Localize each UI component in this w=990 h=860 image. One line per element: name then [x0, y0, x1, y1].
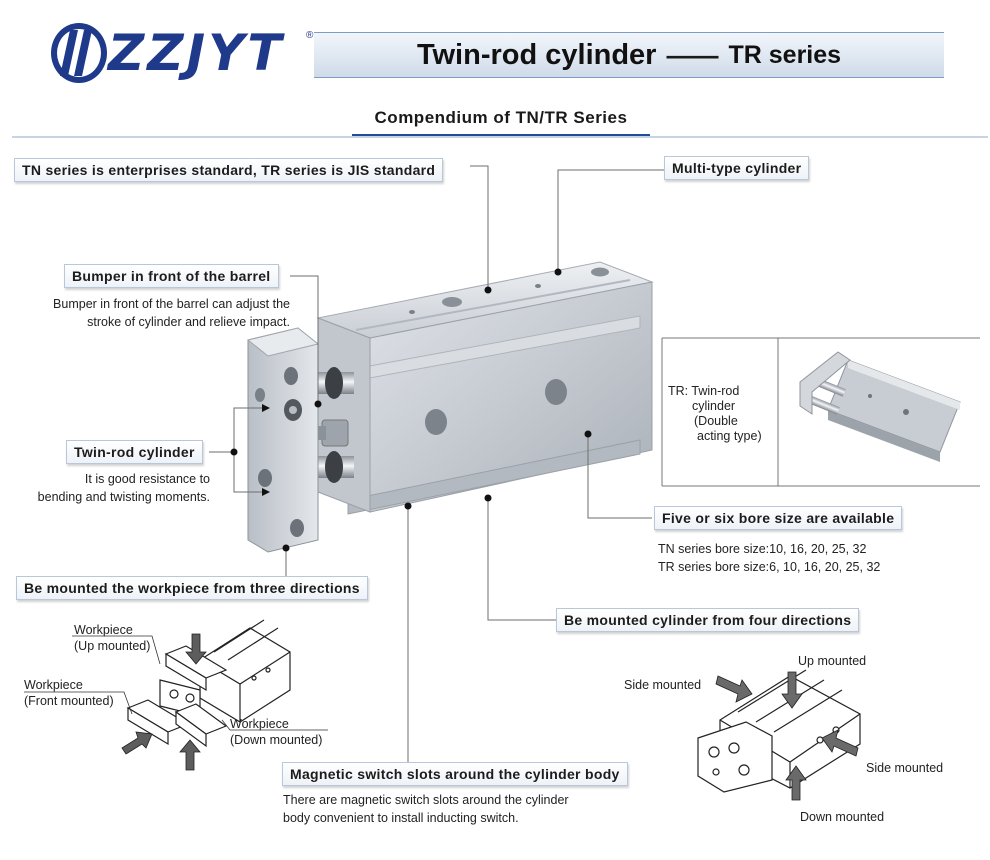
magnetic-switch-description: There are magnetic switch slots around t…	[283, 793, 569, 825]
tr-note: TR: Twin-rod cylinder (Double acting typ…	[668, 384, 762, 443]
bore-size-list: TN series bore size:10, 16, 20, 25, 32 T…	[658, 542, 881, 574]
workpiece-up-label: Workpiece (Up mounted)	[74, 623, 151, 653]
workpiece-down-label: Workpiece (Down mounted)	[230, 717, 323, 747]
page-title: Twin-rod cylinder	[416, 38, 657, 71]
label-multi-type: Multi-type cylinder	[664, 156, 810, 180]
workpiece-mount-drawing	[126, 619, 291, 748]
tr-cylinder-thumbnail	[799, 351, 961, 462]
cylinder-up-label: Up mounted	[798, 654, 867, 668]
leader-dots	[230, 268, 592, 552]
registered-mark: ®	[306, 30, 314, 41]
cylinder-down-label: Down mounted	[800, 810, 885, 824]
section-divider	[12, 136, 988, 138]
label-twin-rod: Twin-rod cylinder	[66, 440, 203, 464]
workpiece-callouts	[24, 635, 328, 731]
bumper-description: Bumper in front of the barrel can adjust…	[53, 297, 290, 329]
label-cylinder-mounting: Be mounted cylinder from four directions	[556, 608, 860, 632]
title-separator: ——	[666, 39, 719, 70]
brand-logo: ZZJYT ®	[48, 18, 318, 88]
label-jis-standard: TN series is enterprises standard, TR se…	[14, 158, 444, 182]
page-subtitle: TR series	[728, 40, 842, 69]
label-bumper: Bumper in front of the barrel	[64, 264, 279, 288]
main-cylinder-drawing	[246, 261, 654, 553]
label-workpiece-mounting: Be mounted the workpiece from three dire…	[16, 576, 368, 600]
label-bore-size: Five or six bore size are available	[654, 506, 903, 530]
page-title-banner: Twin-rod cylinder —— TR series	[314, 32, 944, 78]
tr-inset-box	[661, 337, 980, 487]
cylinder-mount-arrows	[715, 671, 859, 801]
cylinder-mount-drawing	[697, 669, 861, 793]
leader-arrows	[262, 404, 270, 496]
cylinder-side-right-label: Side mounted	[866, 761, 944, 775]
label-magnetic-switch: Magnetic switch slots around the cylinde…	[282, 762, 628, 786]
logo-emblem-icon	[51, 23, 107, 83]
leader-lines	[209, 165, 664, 764]
workpiece-front-label: Workpiece (Front mounted)	[24, 678, 114, 708]
twin-rod-description: It is good resistance to bending and twi…	[37, 472, 210, 504]
cylinder-side-left-label: Side mounted	[624, 678, 702, 692]
workpiece-arrows	[121, 633, 207, 771]
brand-name: ZZJYT	[108, 24, 285, 82]
